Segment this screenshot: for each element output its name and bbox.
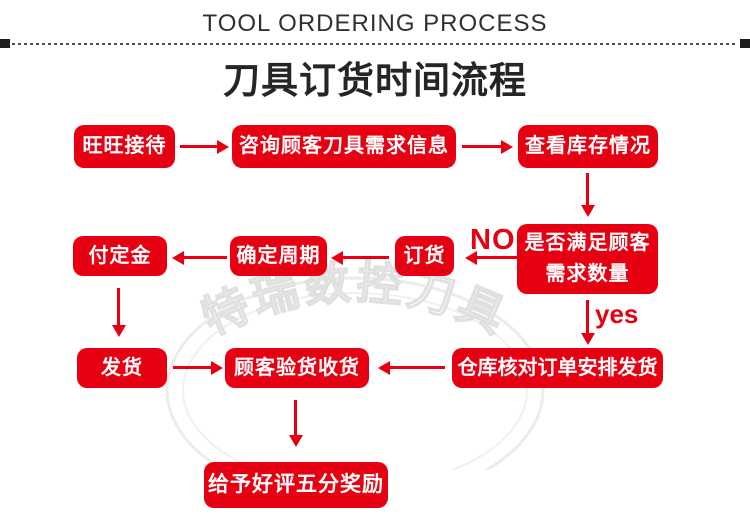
edge-label-no: NO xyxy=(470,224,516,256)
arrow-warehouse-arrange-to-customer-receive xyxy=(378,360,445,375)
page-title-chinese: 刀具订货时间流程 xyxy=(223,60,527,101)
divider-end-square-right xyxy=(740,39,750,48)
dashed-divider xyxy=(12,43,738,45)
arrow-confirm-cycle-to-pay-deposit xyxy=(172,250,227,265)
arrow-pay-deposit-to-ship xyxy=(111,288,126,337)
node-review-reward: 给予好评五分奖励 xyxy=(204,462,388,508)
arrow-ship-to-customer-receive xyxy=(173,360,223,375)
node-ship: 发货 xyxy=(77,348,167,388)
arrow-reception-to-consult xyxy=(180,139,229,154)
arrow-consult-to-check-stock xyxy=(462,139,513,154)
node-reception: 旺旺接待 xyxy=(74,125,175,168)
node-consult: 咨询顾客刀具需求信息 xyxy=(232,125,456,168)
arrow-order-to-confirm-cycle xyxy=(331,250,389,265)
arrow-customer-receive-to-review-reward xyxy=(288,400,303,447)
node-warehouse-arrange: 仓库核对订单安排发货 xyxy=(452,348,663,388)
node-stock-decision: 是否满足顾客需求数量 xyxy=(517,224,658,294)
node-customer-receive: 顾客验货收货 xyxy=(225,348,369,388)
page-title-english: TOOL ORDERING PROCESS xyxy=(202,10,548,37)
node-check-stock: 查看库存情况 xyxy=(518,125,658,168)
node-pay-deposit: 付定金 xyxy=(73,236,167,276)
edge-label-yes: yes xyxy=(595,299,639,329)
node-confirm-cycle: 确定周期 xyxy=(230,236,327,276)
arrow-stock-decision-to-order xyxy=(465,250,517,265)
arrow-stock-decision-to-warehouse-arrange xyxy=(580,300,595,345)
node-order: 订货 xyxy=(395,236,454,276)
divider-end-square-left xyxy=(0,39,10,48)
arrow-check-stock-to-stock-decision xyxy=(580,173,595,217)
